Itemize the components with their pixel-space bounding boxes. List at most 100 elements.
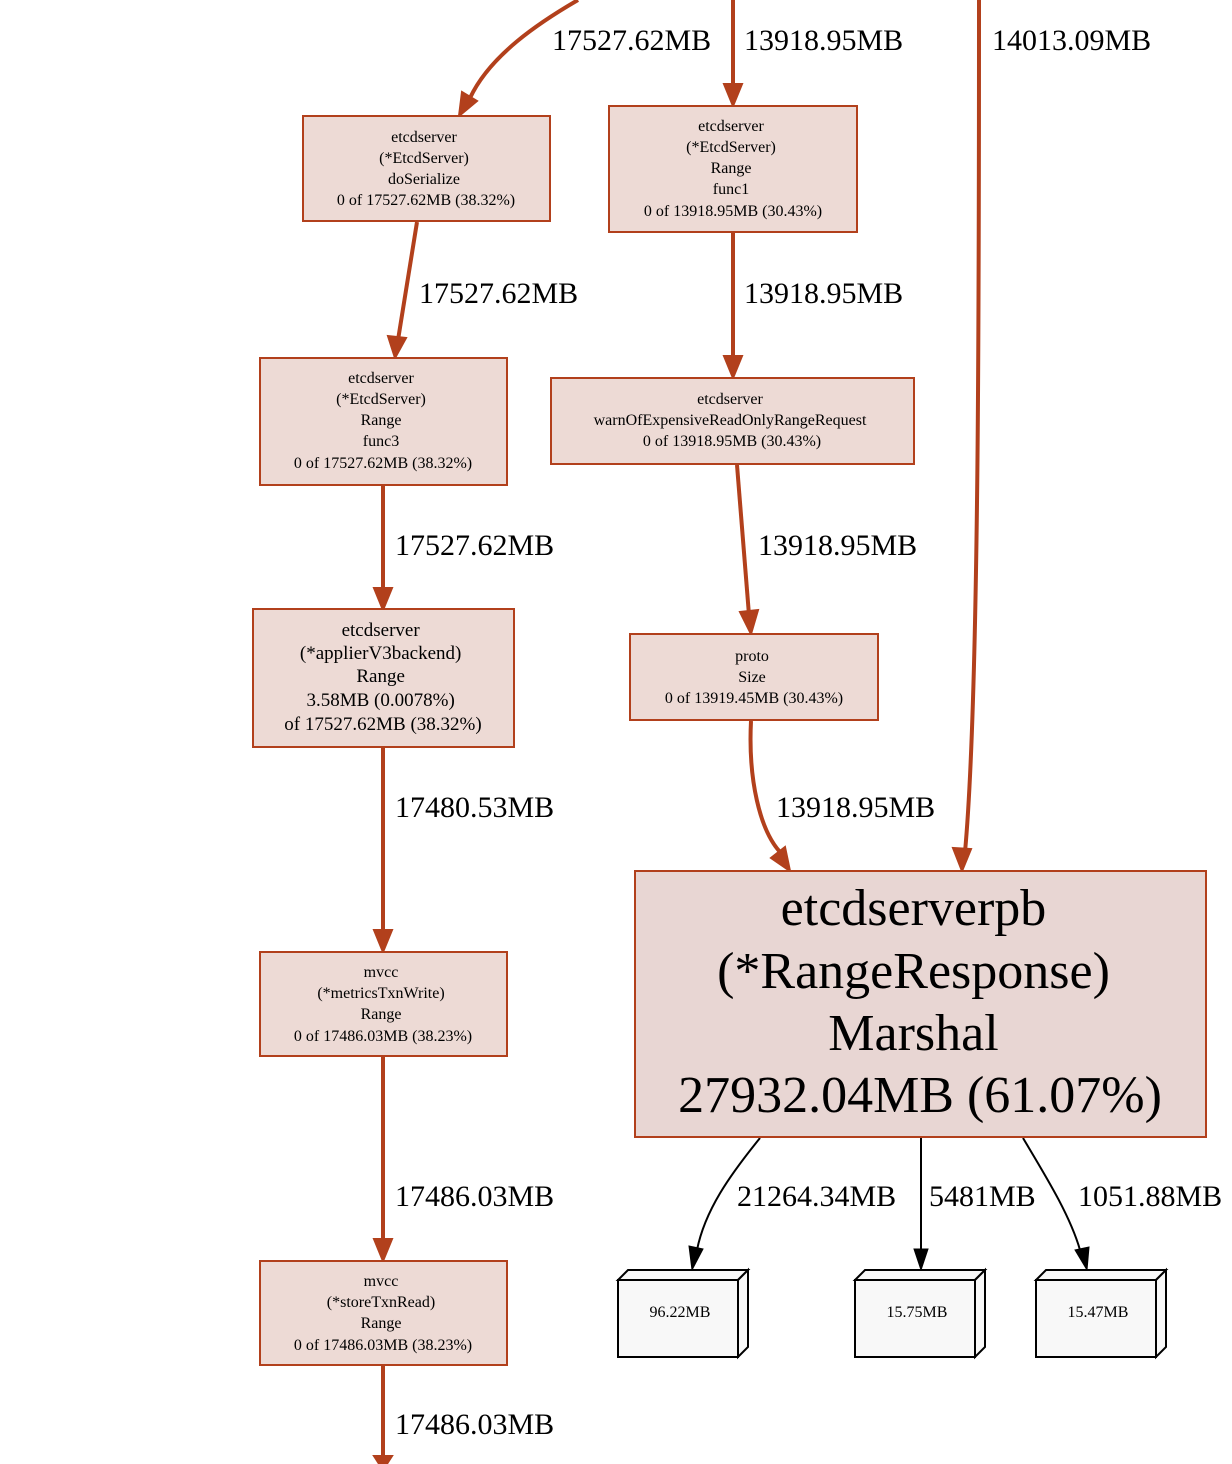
edge-label-func3-to-applier: 17527.62MB [395, 529, 554, 562]
edge-label-into-range-func1: 13918.95MB [744, 24, 903, 57]
edge-label-marshal-to-leaf2: 5481MB [929, 1180, 1036, 1213]
edge-label-do-serialize-to-func3: 17527.62MB [419, 277, 578, 310]
node-proto-size-line-1: proto [735, 648, 769, 665]
node-warn-expensive-line-1: etcdserver [697, 391, 763, 408]
svg-text:etcdserverpb (*RangeResp: etcdserverpb (*RangeResponse) Marshal 27… [678, 880, 1162, 1124]
node-do-serialize-line-3: doSerialize [388, 171, 460, 188]
edge-label-marshal-to-leaf3: 1051.88MB [1078, 1180, 1222, 1213]
node-applier-range-line-1: etcdserver [342, 620, 421, 641]
leaf-node-2[interactable]: 15.75MB [852, 1267, 988, 1360]
edge-marshal-to-leaf3 [1022, 1137, 1081, 1251]
node-metrics-txn-write-line-4: 0 of 17486.03MB (38.23%) [294, 1028, 472, 1045]
arrowhead-marshal-from-proto [769, 845, 792, 874]
leaf-node-1-label: 96.22MB [650, 1304, 711, 1321]
node-marshal-line-3: Marshal [828, 1005, 998, 1062]
node-do-serialize-line-2: (*EtcdServer) [379, 150, 469, 167]
arrowhead-store [372, 1238, 394, 1264]
arrowhead-leaf3 [1074, 1246, 1090, 1272]
node-metrics-txn-write-line-2: (*metricsTxnWrite) [317, 985, 444, 1002]
arrowhead-func3 [386, 334, 408, 361]
node-range-func1-line-2: (*EtcdServer) [686, 139, 776, 156]
edge-warn-to-proto [735, 464, 751, 616]
edge-label-marshal-to-leaf1: 21264.34MB [737, 1180, 896, 1213]
node-store-txn-read-line-4: 0 of 17486.03MB (38.23%) [294, 1337, 472, 1354]
node-warn-expensive-line-3: 0 of 13918.95MB (30.43%) [643, 433, 821, 450]
arrowhead-warn [722, 355, 744, 381]
node-range-func3-line-3: Range [361, 412, 402, 429]
arrowhead-do-serialize [457, 90, 479, 119]
node-proto-size[interactable]: proto Size 0 of 13919.45MB (30.43%) [629, 633, 879, 721]
arrowhead-leaf2 [913, 1248, 929, 1272]
cold-edges [696, 1137, 1081, 1253]
node-range-func1-line-1: etcdserver [698, 118, 764, 135]
edge-into-do-serialize [468, 0, 580, 99]
leaf-node-2-label: 15.75MB [887, 1304, 948, 1321]
node-range-func1[interactable]: etcdserver (*EtcdServer) Range func1 0 o… [608, 105, 858, 233]
node-metrics-txn-write-line-1: mvcc [364, 964, 399, 981]
edge-label-into-marshal-direct: 14013.09MB [992, 24, 1151, 57]
svg-text:etcdserver (*applierV3ba: etcdserver (*applierV3backend) Range 3.5… [284, 620, 481, 735]
node-applier-range-line-3: Range [356, 666, 405, 687]
node-marshal[interactable]: etcdserverpb (*RangeResponse) Marshal 27… [634, 870, 1207, 1138]
edges [381, 0, 981, 1464]
edge-label-into-do-serialize: 17527.62MB [552, 24, 711, 57]
edge-label-applier-to-metrics: 17480.53MB [395, 791, 554, 824]
arrowhead-store-out [372, 1455, 394, 1464]
edge-label-warn-to-proto: 13918.95MB [758, 529, 917, 562]
node-store-txn-read[interactable]: mvcc (*storeTxnRead) Range 0 of 17486.03… [259, 1260, 508, 1366]
node-metrics-txn-write[interactable]: mvcc (*metricsTxnWrite) Range 0 of 17486… [259, 951, 508, 1057]
arrowhead-metrics [372, 929, 394, 955]
edge-label-store-out: 17486.03MB [395, 1408, 554, 1441]
leaf-node-1[interactable]: 96.22MB [615, 1267, 751, 1360]
leaf-node-3[interactable]: 15.47MB [1033, 1267, 1169, 1360]
svg-text:etcdserver (*EtcdServer): etcdserver (*EtcdServer) Range func1 0 o… [644, 118, 822, 220]
node-range-func1-line-4: func1 [713, 181, 749, 198]
arrowhead-range-func1 [722, 83, 744, 109]
node-range-func1-line-5: 0 of 13918.95MB (30.43%) [644, 203, 822, 220]
edge-label-func1-to-warn: 13918.95MB [744, 277, 903, 310]
node-warn-expensive-line-2: warnOfExpensiveReadOnlyRangeRequest [594, 412, 867, 429]
node-proto-size-line-2: Size [738, 669, 766, 686]
node-marshal-line-4: 27932.04MB (61.07%) [678, 1067, 1162, 1124]
node-metrics-txn-write-line-3: Range [361, 1006, 402, 1023]
arrowhead-marshal-direct [951, 846, 973, 874]
node-range-func3-line-2: (*EtcdServer) [336, 391, 426, 408]
node-do-serialize[interactable]: etcdserver (*EtcdServer) doSerialize 0 o… [302, 115, 551, 222]
hot-arrowheads [372, 83, 973, 1464]
node-range-func1-line-3: Range [711, 160, 752, 177]
node-range-func3-line-1: etcdserver [348, 370, 414, 387]
edge-label-metrics-to-store: 17486.03MB [395, 1180, 554, 1213]
node-store-txn-read-line-3: Range [361, 1315, 402, 1332]
edge-do-serialize-to-func3 [396, 221, 419, 341]
svg-text:mvcc (*metricsTxnWrite): mvcc (*metricsTxnWrite) Range 0 of 17486… [294, 964, 472, 1045]
svg-text:etcdserver (*EtcdServer): etcdserver (*EtcdServer) Range func3 0 o… [294, 370, 472, 472]
node-applier-range-line-2: (*applierV3backend) [300, 643, 461, 664]
svg-text:etcdserver (*EtcdServer): etcdserver (*EtcdServer) doSerialize 0 o… [337, 129, 515, 209]
svg-text:etcdserver warnOfExpensi: etcdserver warnOfExpensiveReadOnlyRangeR… [594, 391, 871, 450]
node-store-txn-read-line-2: (*storeTxnRead) [327, 1294, 435, 1311]
node-applier-range-line-4: 3.58MB (0.0078%) [306, 690, 454, 711]
arrowhead-leaf1 [688, 1245, 704, 1272]
edge-proto-to-marshal [748, 720, 782, 854]
node-store-txn-read-line-1: mvcc [364, 1273, 399, 1290]
node-do-serialize-line-1: etcdserver [391, 129, 457, 146]
arrowhead-applier [372, 587, 394, 613]
edge-labels: 17527.62MB 13918.95MB 14013.09MB 17527.6… [395, 24, 1222, 1441]
edge-label-proto-to-marshal: 13918.95MB [776, 791, 935, 824]
cold-arrowheads [688, 1245, 1090, 1272]
node-marshal-line-2: (*RangeResponse) [717, 943, 1110, 1000]
node-range-func3-line-5: 0 of 17527.62MB (38.32%) [294, 455, 472, 472]
node-range-func3-line-4: func3 [363, 433, 399, 450]
node-proto-size-line-3: 0 of 13919.45MB (30.43%) [665, 690, 843, 707]
svg-text:proto Size 0 of 13: proto Size 0 of 13919.45MB (30.43%) [665, 648, 843, 707]
node-warn-expensive[interactable]: etcdserver warnOfExpensiveReadOnlyRangeR… [550, 377, 915, 465]
node-range-func3[interactable]: etcdserver (*EtcdServer) Range func3 0 o… [259, 357, 508, 486]
leaf-node-3-label: 15.47MB [1068, 1304, 1129, 1321]
arrowhead-proto [738, 608, 760, 637]
edge-marshal-to-leaf1 [696, 1137, 761, 1251]
node-applier-range[interactable]: etcdserver (*applierV3backend) Range 3.5… [252, 608, 515, 748]
node-do-serialize-line-4: 0 of 17527.62MB (38.32%) [337, 192, 515, 209]
node-applier-range-line-5: of 17527.62MB (38.32%) [284, 714, 481, 735]
svg-text:mvcc (*storeTxnRead): mvcc (*storeTxnRead) Range 0 of 17486.03… [294, 1273, 472, 1354]
